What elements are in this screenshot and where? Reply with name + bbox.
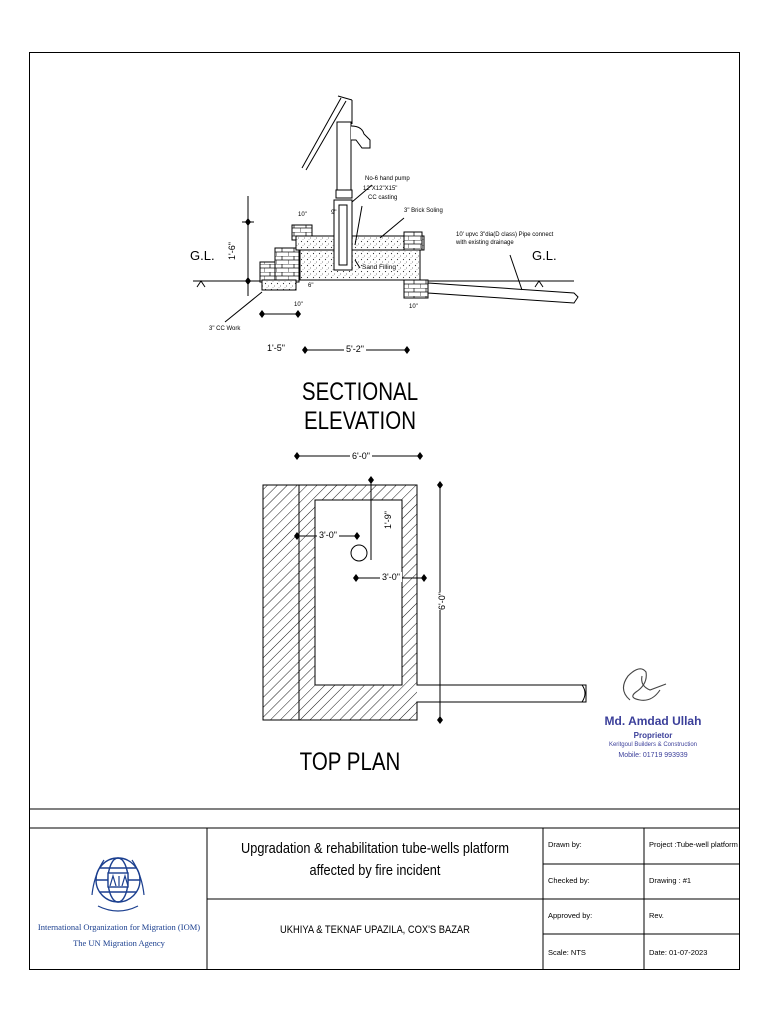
elevation-title: SECTIONAL ELEVATION (301, 378, 419, 435)
dim-10-right: 10" (409, 304, 418, 310)
plan-dim-1-9: 1'-9" (382, 511, 393, 529)
label-casting-2: CC casting (368, 195, 398, 201)
label-sand: Sand Filling (362, 264, 396, 271)
date: Date: 01-07-2023 (649, 948, 708, 957)
plan-dim-markers (294, 452, 443, 724)
dim-1-5: 1'-5" (267, 343, 285, 353)
dim-10-left: 10" (294, 302, 303, 308)
label-pipe-1: 10' upvc 3"dia(D class) Pipe connect (456, 232, 554, 238)
label-gl-left: G.L. (190, 248, 215, 263)
drawn-by: Drawn by: (548, 840, 582, 849)
plan-dim-3-mid: 3'-0" (380, 572, 402, 582)
org-tagline: The UN Migration Agency (73, 938, 165, 948)
label-pipe-2: with existing drainage (456, 240, 514, 246)
dim-6: 6" (308, 283, 314, 289)
approved-by: Approved by: (548, 911, 593, 920)
project: Project :Tube-well platform (649, 840, 738, 849)
signature-icon (622, 668, 667, 701)
dim-9: 9" (331, 210, 337, 216)
checked-by: Checked by: (548, 876, 590, 885)
sectional-elevation (193, 95, 579, 351)
plan-title: TOP PLAN (299, 748, 401, 776)
iom-logo-icon (91, 857, 145, 912)
drawing-frame (29, 52, 740, 970)
org-name: International Organization for Migration… (37, 922, 201, 932)
top-plan (262, 455, 587, 721)
stamp-line3: Keritgoul Builders & Construction (608, 742, 698, 748)
drawing-number: Drawing : #1 (649, 876, 692, 885)
plan-dim-height: 6'-0" (436, 592, 447, 610)
elevation-dim-markers (245, 218, 410, 354)
dim-10-top: 10" (298, 212, 307, 218)
dim-5-2: 5'-2" (344, 344, 366, 354)
dim-height-elev: 1'-6" (226, 242, 237, 260)
plan-dim-3-left: 3'-0" (317, 530, 339, 540)
location: UKHIYA & TEKNAF UPAZILA, COX'S BAZAR (280, 924, 470, 936)
project-title: Upgradation & rehabilitation tube-wells … (241, 840, 509, 879)
title-block-grid (29, 808, 740, 970)
label-pump: No-6 hand pump (365, 176, 410, 182)
revision: Rev. (649, 911, 664, 920)
stamp-line4: Mobile: 01719 993939 (618, 752, 688, 759)
stamp-role: Proprietor (633, 731, 673, 740)
label-soling: 3" Brick Soling (404, 208, 443, 214)
label-gl-right: G.L. (532, 248, 557, 263)
label-cc-work: 3" CC Work (209, 326, 241, 332)
stamp-name: Md. Amdad Ullah (604, 714, 702, 728)
label-casting-1: 12"X12"X15" (363, 186, 398, 192)
plan-dim-width: 6'-0" (350, 451, 372, 461)
scale: Scale: NTS (548, 948, 586, 957)
